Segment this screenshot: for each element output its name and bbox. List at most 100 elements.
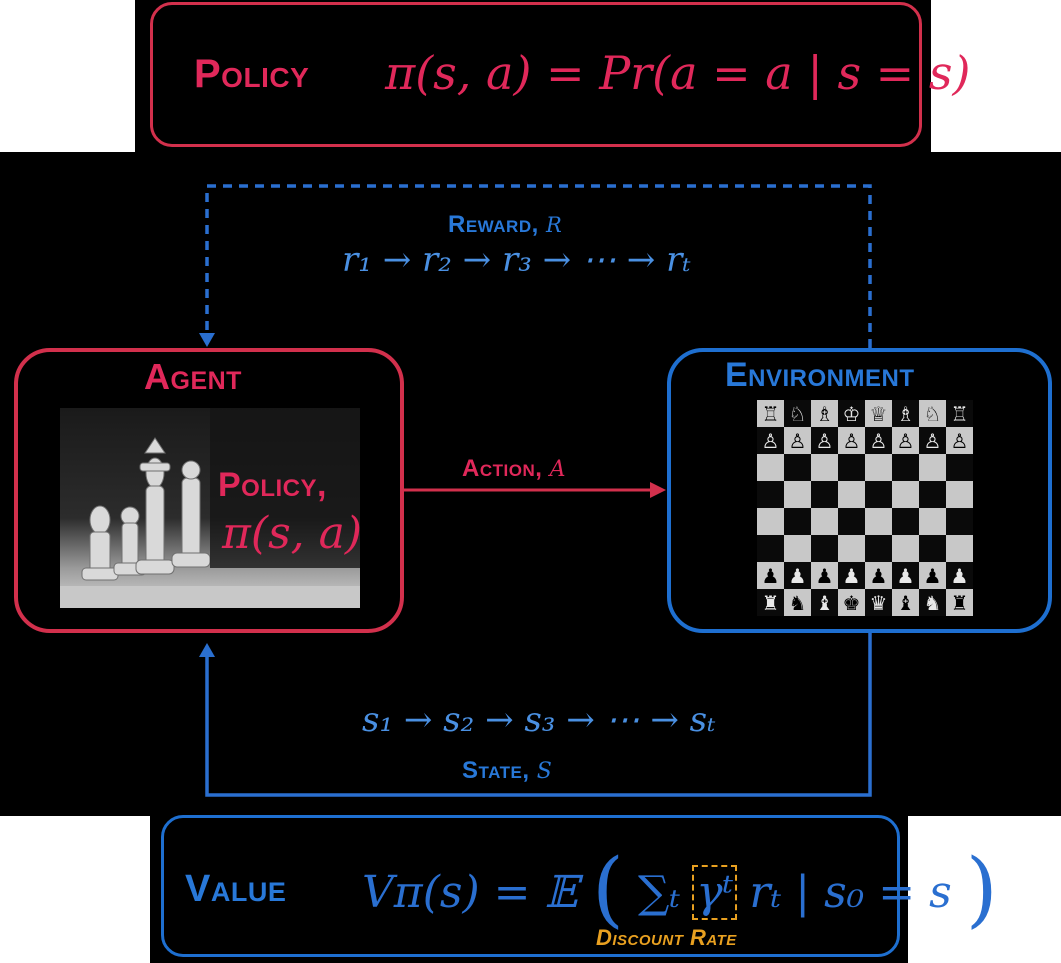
chess-square bbox=[757, 535, 784, 562]
value-panel-background bbox=[150, 816, 908, 963]
state-label-group: State, s bbox=[462, 748, 552, 786]
chess-piece: ♟ bbox=[757, 562, 784, 589]
chess-square bbox=[811, 535, 838, 562]
chess-piece: ♗ bbox=[811, 400, 838, 427]
chess-square bbox=[919, 535, 946, 562]
chess-pieces-image bbox=[60, 408, 360, 608]
chess-piece: ♝ bbox=[811, 589, 838, 616]
chess-square bbox=[892, 454, 919, 481]
value-formula: Vπ(s) = 𝔼 ( ∑ₜ γᵗ rₜ | s₀ = s ) bbox=[362, 842, 998, 937]
reward-arrowhead bbox=[199, 333, 215, 347]
chess-square bbox=[757, 508, 784, 535]
chess-square bbox=[946, 481, 973, 508]
chess-square bbox=[757, 481, 784, 508]
state-label: State, bbox=[462, 757, 530, 784]
chess-piece: ♕ bbox=[865, 400, 892, 427]
chess-square bbox=[784, 481, 811, 508]
chess-piece: ♜ bbox=[757, 589, 784, 616]
left-paren: ( bbox=[591, 842, 624, 937]
value-formula-sum: ∑ₜ bbox=[637, 867, 681, 918]
chess-piece: ♟ bbox=[784, 562, 811, 589]
value-panel bbox=[161, 815, 900, 957]
action-symbol: a bbox=[549, 446, 566, 484]
chess-piece: ♔ bbox=[838, 400, 865, 427]
environment-title: Environment bbox=[725, 356, 915, 394]
chess-piece: ♟ bbox=[892, 562, 919, 589]
reward-label: Reward, bbox=[448, 211, 539, 238]
chess-square bbox=[919, 508, 946, 535]
value-formula-left: Vπ(s) = 𝔼 bbox=[362, 867, 578, 918]
chess-square bbox=[919, 481, 946, 508]
state-loop-line bbox=[205, 633, 872, 797]
chess-piece: ♚ bbox=[838, 589, 865, 616]
chess-piece: ♟ bbox=[811, 562, 838, 589]
chess-piece: ♟ bbox=[919, 562, 946, 589]
value-panel-label: Value bbox=[185, 868, 287, 910]
chess-square bbox=[946, 508, 973, 535]
chess-square bbox=[784, 454, 811, 481]
state-arrowhead bbox=[199, 643, 215, 657]
discount-rate-label: Discount Rate bbox=[596, 925, 737, 950]
chess-piece: ♛ bbox=[865, 589, 892, 616]
chess-piece: ♙ bbox=[865, 427, 892, 454]
chess-piece: ♟ bbox=[838, 562, 865, 589]
chess-piece: ♙ bbox=[892, 427, 919, 454]
chess-square bbox=[784, 535, 811, 562]
value-formula-right: rₜ | s₀ = s bbox=[749, 867, 952, 918]
chess-square bbox=[919, 454, 946, 481]
reward-loop-line bbox=[205, 184, 872, 348]
action-label-group: Action, a bbox=[462, 446, 566, 484]
chess-square bbox=[811, 508, 838, 535]
policy-panel-label: Policy bbox=[194, 52, 310, 96]
policy-panel bbox=[150, 2, 922, 147]
policy-panel-background bbox=[135, 0, 931, 152]
policy-overlay bbox=[210, 408, 360, 568]
reward-sequence: r₁ → r₂ → r₃ → ⋯ → rₜ bbox=[342, 240, 691, 280]
agent-policy-formula: π(s, a) bbox=[222, 508, 363, 559]
agent-box bbox=[14, 348, 404, 633]
action-label: Action, bbox=[462, 455, 543, 482]
chess-piece: ♟ bbox=[865, 562, 892, 589]
chess-piece: ♟ bbox=[946, 562, 973, 589]
chess-square bbox=[865, 535, 892, 562]
policy-formula: π(s, a) = Pr(a = a | s = s) bbox=[385, 46, 971, 100]
chess-piece: ♙ bbox=[784, 427, 811, 454]
agent-policy-label: Policy, bbox=[218, 466, 327, 504]
chess-square bbox=[892, 535, 919, 562]
reward-label-group: Reward, r bbox=[448, 205, 562, 240]
state-symbol: s bbox=[536, 748, 553, 786]
chess-piece: ♙ bbox=[838, 427, 865, 454]
chess-square bbox=[946, 535, 973, 562]
action-arrowhead bbox=[650, 482, 666, 498]
chess-piece: ♜ bbox=[946, 589, 973, 616]
chessboard: ♖♘♗♔♕♗♘♖♙♙♙♙♙♙♙♙♟♟♟♟♟♟♟♟♜♞♝♚♛♝♞♜ bbox=[757, 400, 973, 616]
chess-piece: ♘ bbox=[919, 400, 946, 427]
chess-piece: ♘ bbox=[784, 400, 811, 427]
chess-square bbox=[757, 454, 784, 481]
chess-piece: ♞ bbox=[784, 589, 811, 616]
environment-box bbox=[667, 348, 1052, 633]
chess-square bbox=[865, 508, 892, 535]
chess-square bbox=[838, 481, 865, 508]
chess-square bbox=[838, 454, 865, 481]
right-paren: ) bbox=[965, 842, 998, 937]
chess-square bbox=[811, 481, 838, 508]
chess-square bbox=[892, 508, 919, 535]
state-sequence: s₁ → s₂ → s₃ → ⋯ → sₜ bbox=[362, 700, 716, 740]
chess-square bbox=[838, 508, 865, 535]
chess-piece: ♖ bbox=[946, 400, 973, 427]
chess-piece: ♖ bbox=[757, 400, 784, 427]
chess-piece: ♙ bbox=[757, 427, 784, 454]
reward-symbol: r bbox=[545, 205, 563, 240]
gamma-highlight: γᵗ bbox=[692, 865, 738, 920]
chess-piece: ♙ bbox=[919, 427, 946, 454]
chess-piece: ♗ bbox=[892, 400, 919, 427]
chess-square bbox=[838, 535, 865, 562]
chess-piece: ♝ bbox=[892, 589, 919, 616]
agent-title: Agent bbox=[144, 356, 242, 397]
chess-square bbox=[892, 481, 919, 508]
chess-piece: ♙ bbox=[811, 427, 838, 454]
chess-square bbox=[784, 508, 811, 535]
chess-square bbox=[811, 454, 838, 481]
